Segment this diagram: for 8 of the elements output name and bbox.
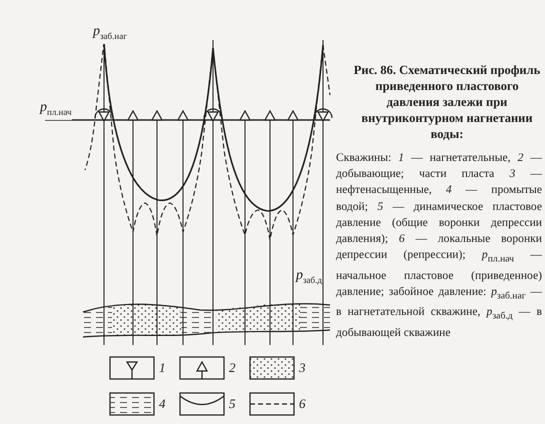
legend-number: 2 [229, 361, 236, 375]
legend-number: 5 [229, 397, 236, 411]
figure-title: Рис. 86. Схематический профиль приведенного пластового давления залежи при внутриконтурном нагнетании воды: [352, 62, 542, 142]
legend-number: 6 [299, 397, 306, 411]
legend-number: 4 [159, 397, 166, 411]
legend-number: 1 [159, 361, 166, 375]
legend-number: 3 [299, 361, 306, 375]
figure-caption: Скважины: 1 — нагнетательные, 2 — добывающие; части пласта 3 — нефтенасыщенные, 4 — промытые водой; 5 — динамическое пластовое давление (общие воронки депрессии давления); 6 — локальные воронки депрессии (репрессии); p$_{пл.нач}$ — начальное пластовое (приведенное) давление; забойное давление: p$_{заб.наг}$ — в нагнетательной скважине, p$_{заб.д}$ — в добывающей скважине [336, 150, 542, 341]
